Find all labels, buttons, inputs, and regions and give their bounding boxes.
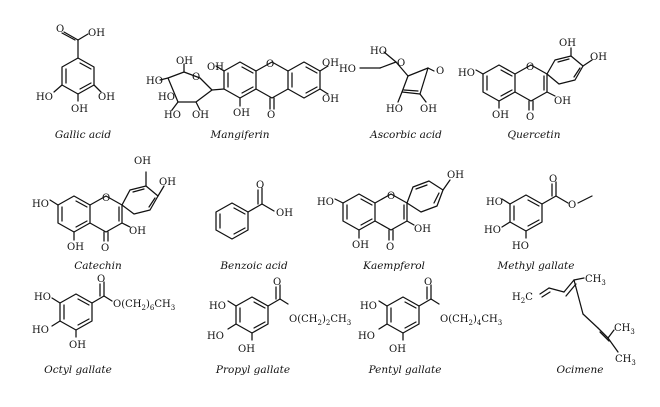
methyl-group: CH3 (614, 323, 635, 336)
compound-name-mangiferin: Mangiferin (209, 129, 269, 141)
atom-label-oh: OH (192, 110, 209, 121)
atom-label-oh: OH (389, 344, 406, 355)
atom-label-o: O (273, 277, 281, 288)
atom-label-o: O (568, 200, 576, 211)
atom-label-oh: OH (238, 344, 255, 355)
compound-name-octyl-gallate: Octyl gallate (44, 364, 112, 376)
atom-label-oh: OH (322, 94, 339, 105)
atom-label-ho: HO (339, 64, 356, 75)
atom-label-o: O (56, 24, 64, 35)
atom-label-ho: HO (34, 292, 51, 303)
atom-label-o: O (436, 66, 444, 77)
ester-chain-octyl: O(CH2)6CH3 (113, 299, 175, 312)
structure-propyl-gallate: O O(CH2)2CH3 HO HO OH Propyl gallate (207, 277, 351, 376)
compound-name-quercetin: Quercetin (507, 129, 560, 141)
structure-mangiferin: OH O OH OH OH O O OH HO HO HO OH Mangife… (146, 56, 339, 141)
atom-label-oh: OH (159, 177, 176, 188)
atom-label-ho: HO (32, 325, 49, 336)
atom-label-oh: OH (69, 340, 86, 351)
ester-chain-pentyl: O(CH2)4CH3 (440, 314, 502, 327)
atom-label-ho: HO (158, 92, 175, 103)
structure-ocimene: H2C CH3 CH3 CH3 Ocimene (512, 274, 636, 376)
atom-label-o: O (549, 174, 557, 185)
atom-label-ho: HO (512, 241, 529, 252)
structure-gallic-acid: O OH HO OH OH Gallic acid (36, 24, 115, 141)
atom-label-o: O (192, 72, 200, 83)
atom-label-ho: HO (358, 331, 375, 342)
atom-label-oh: OH (233, 108, 250, 119)
atom-label-oh: OH (71, 104, 88, 115)
atom-label-ho: HO (209, 301, 226, 312)
atom-label-o: O (101, 243, 109, 254)
compound-name-ocimene: Ocimene (557, 364, 604, 376)
compound-name-catechin: Catechin (74, 260, 122, 272)
compound-name-benzoic-acid: Benzoic acid (219, 260, 288, 272)
atom-label-ho: HO (484, 225, 501, 236)
structure-catechin: HO O OH O OH OH OH Catechin (32, 156, 176, 272)
structure-kaempferol: HO O OH O OH OH Kaempferol (317, 170, 464, 272)
atom-label-ho: HO (370, 46, 387, 57)
atom-label-o: O (97, 274, 105, 285)
atom-label-ho: HO (317, 197, 334, 208)
atom-label-ho: HO (36, 92, 53, 103)
atom-label-oh: OH (447, 170, 464, 181)
atom-label-oh: OH (559, 38, 576, 49)
atom-label-ho: HO (360, 301, 377, 312)
atom-label-oh: OH (129, 226, 146, 237)
methyl-group: CH3 (585, 274, 606, 287)
atom-label-o: O (267, 110, 275, 121)
compound-name-propyl-gallate: Propyl gallate (215, 364, 290, 376)
compound-name-pentyl-gallate: Pentyl gallate (368, 364, 442, 376)
atom-label-ho: HO (458, 68, 475, 79)
atom-label-o: O (397, 58, 405, 69)
atom-label-ho: HO (32, 199, 49, 210)
structure-benzoic-acid: O OH Benzoic acid (215, 180, 293, 272)
atom-label-oh: OH (207, 62, 224, 73)
atom-label-ho: HO (146, 76, 163, 87)
atom-label-oh: OH (67, 242, 84, 253)
atom-label-ho: HO (386, 104, 403, 115)
atom-label-o: O (387, 191, 395, 202)
atom-label-oh: OH (276, 208, 293, 219)
structure-octyl-gallate: O O(CH2)6CH3 HO HO OH Octyl gallate (32, 274, 175, 376)
ester-chain-propyl: O(CH2)2CH3 (289, 314, 351, 327)
compound-name-methyl-gallate: Methyl gallate (497, 260, 575, 272)
compound-name-gallic-acid: Gallic acid (55, 129, 111, 141)
atom-label-oh: OH (590, 52, 607, 63)
atom-label-ho: HO (207, 331, 224, 342)
atom-label-ho: HO (164, 110, 181, 121)
atom-label-oh: OH (414, 224, 431, 235)
terminal-methylene: H2C (512, 292, 533, 305)
atom-label-oh: OH (322, 58, 339, 69)
atom-label-o: O (526, 62, 534, 73)
methyl-group: CH3 (615, 354, 636, 367)
atom-label-oh: OH (554, 96, 571, 107)
atom-label-oh: OH (176, 56, 193, 67)
atom-label-oh: OH (134, 156, 151, 167)
structure-quercetin: HO O OH O OH OH OH Quercetin (458, 38, 607, 141)
compound-name-kaempferol: Kaempferol (362, 260, 425, 272)
compound-name-ascorbic-acid: Ascorbic acid (369, 129, 442, 141)
atom-label-o: O (102, 193, 110, 204)
atom-label-o: O (424, 277, 432, 288)
atom-label-oh: OH (98, 92, 115, 103)
atom-label-o: O (266, 59, 274, 70)
atom-label-o: O (526, 112, 534, 123)
atom-label-o: O (256, 180, 264, 191)
atom-label-o: O (386, 242, 394, 253)
structure-ascorbic-acid: HO HO O O HO OH Ascorbic acid (339, 46, 444, 141)
atom-label-oh: OH (420, 104, 437, 115)
structure-methyl-gallate: O O HO HO HO Methyl gallate (484, 174, 593, 272)
atom-label-oh: OH (492, 110, 509, 121)
atom-label-ho: HO (486, 197, 503, 208)
structure-pentyl-gallate: O O(CH2)4CH3 HO HO OH Pentyl gallate (358, 277, 502, 376)
atom-label-oh: OH (352, 240, 369, 251)
atom-label-oh: OH (88, 28, 105, 39)
